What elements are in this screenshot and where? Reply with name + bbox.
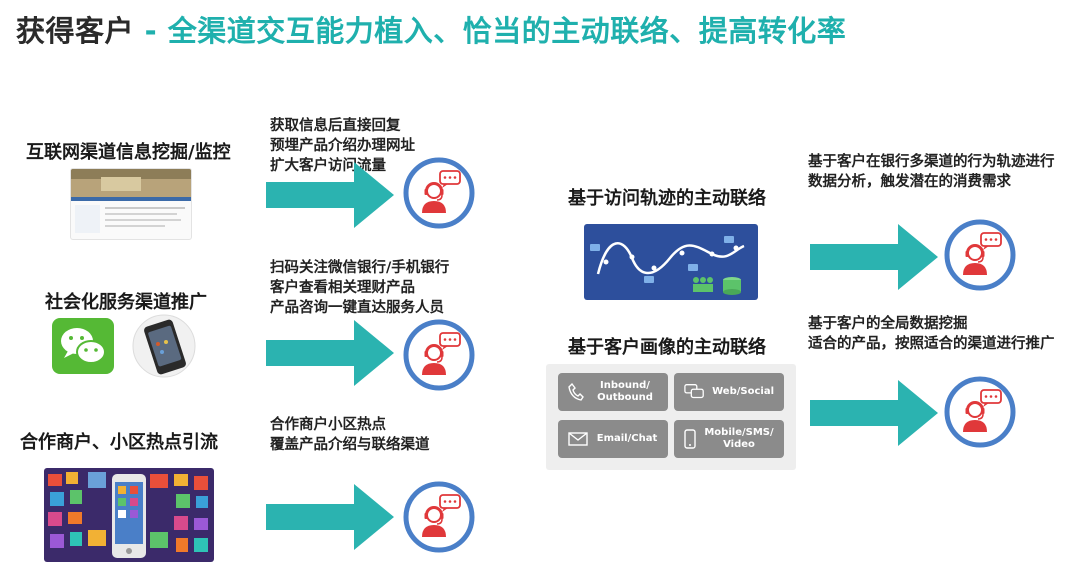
block2-desc: 基于客户的全局数据挖掘 适合的产品，按照适合的渠道进行推广 [808,314,1055,354]
row1-desc-line: 预埋产品介绍办理网址 [270,138,415,154]
channel-mobile-sms-video: Mobile/SMS/ Video [674,420,784,458]
agent-icon [403,157,475,229]
title-dash: - [144,14,158,48]
channel-label: Web/Social [712,386,774,397]
row1-desc: 获取信息后直接回复 预埋产品介绍办理网址 扩大客户访问流量 [270,116,415,176]
block1-desc: 基于客户在银行多渠道的行为轨迹进行 数据分析，触发潜在的消费需求 [808,152,1055,192]
block1-desc-line: 数据分析，触发潜在的消费需求 [808,174,1011,190]
row2-desc-line: 客户查看相关理财产品 [270,280,415,296]
block2-desc-line: 基于客户的全局数据挖掘 [808,316,968,332]
row3-desc-line: 覆盖产品介绍与联络渠道 [270,437,430,453]
app-icons-collage [44,468,214,562]
row2-desc-line: 产品咨询一键直达服务人员 [270,300,444,316]
channel-label: Email/Chat [596,433,658,444]
agent-icon [944,376,1016,448]
internet-monitor-screenshot [70,168,192,240]
row2-label: 社会化服务渠道推广 [45,292,207,313]
title-prefix: 获得客户 [16,14,135,48]
agent-icon [944,219,1016,291]
row1-arrow [266,162,394,228]
row2-desc: 扫码关注微信银行/手机银行 客户查看相关理财产品 产品咨询一键直达服务人员 [270,258,449,318]
channel-label: Mobile/SMS/ Video [704,427,774,450]
mobile-phone-icon [684,429,696,449]
block1-arrow [810,224,938,290]
envelope-icon [568,432,588,446]
channel-email-chat: Email/Chat [558,420,668,458]
channel-inbound-outbound: Inbound/ Outbound [558,373,668,411]
channel-panel: Inbound/ Outbound Web/Social Email/Chat … [546,364,796,470]
channel-web-social: Web/Social [674,373,784,411]
access-trajectory-graphic [584,224,758,300]
row3-label: 合作商户、小区热点引流 [20,432,218,453]
block1-label: 基于访问轨迹的主动联络 [568,188,766,209]
row2-desc-line: 扫码关注微信银行/手机银行 [270,260,450,276]
row2-arrow [266,320,394,386]
page-title: 获得客户 - 全渠道交互能力植入、恰当的主动联络、提高转化率 [16,8,846,50]
wechat-logo [52,318,114,374]
block2-label: 基于客户画像的主动联络 [568,337,766,358]
channel-label: Inbound/ Outbound [597,380,653,403]
phone-icon [568,383,584,401]
agent-icon [403,481,475,553]
agent-icon [403,319,475,391]
row3-desc: 合作商户小区热点 覆盖产品介绍与联络渠道 [270,415,430,455]
block2-arrow [810,380,938,446]
block1-desc-line: 基于客户在银行多渠道的行为轨迹进行 [808,154,1055,170]
row1-desc-line: 获取信息后直接回复 [270,118,401,134]
row3-desc-line: 合作商户小区热点 [270,417,386,433]
row3-arrow [266,484,394,550]
title-main: 全渠道交互能力植入、恰当的主动联络、提高转化率 [167,14,847,48]
block2-desc-line: 适合的产品，按照适合的渠道进行推广 [808,336,1055,352]
chat-bubbles-icon [684,384,704,399]
row1-label: 互联网渠道信息挖掘/监控 [26,142,231,163]
mobile-bank-phone-image [132,314,196,378]
